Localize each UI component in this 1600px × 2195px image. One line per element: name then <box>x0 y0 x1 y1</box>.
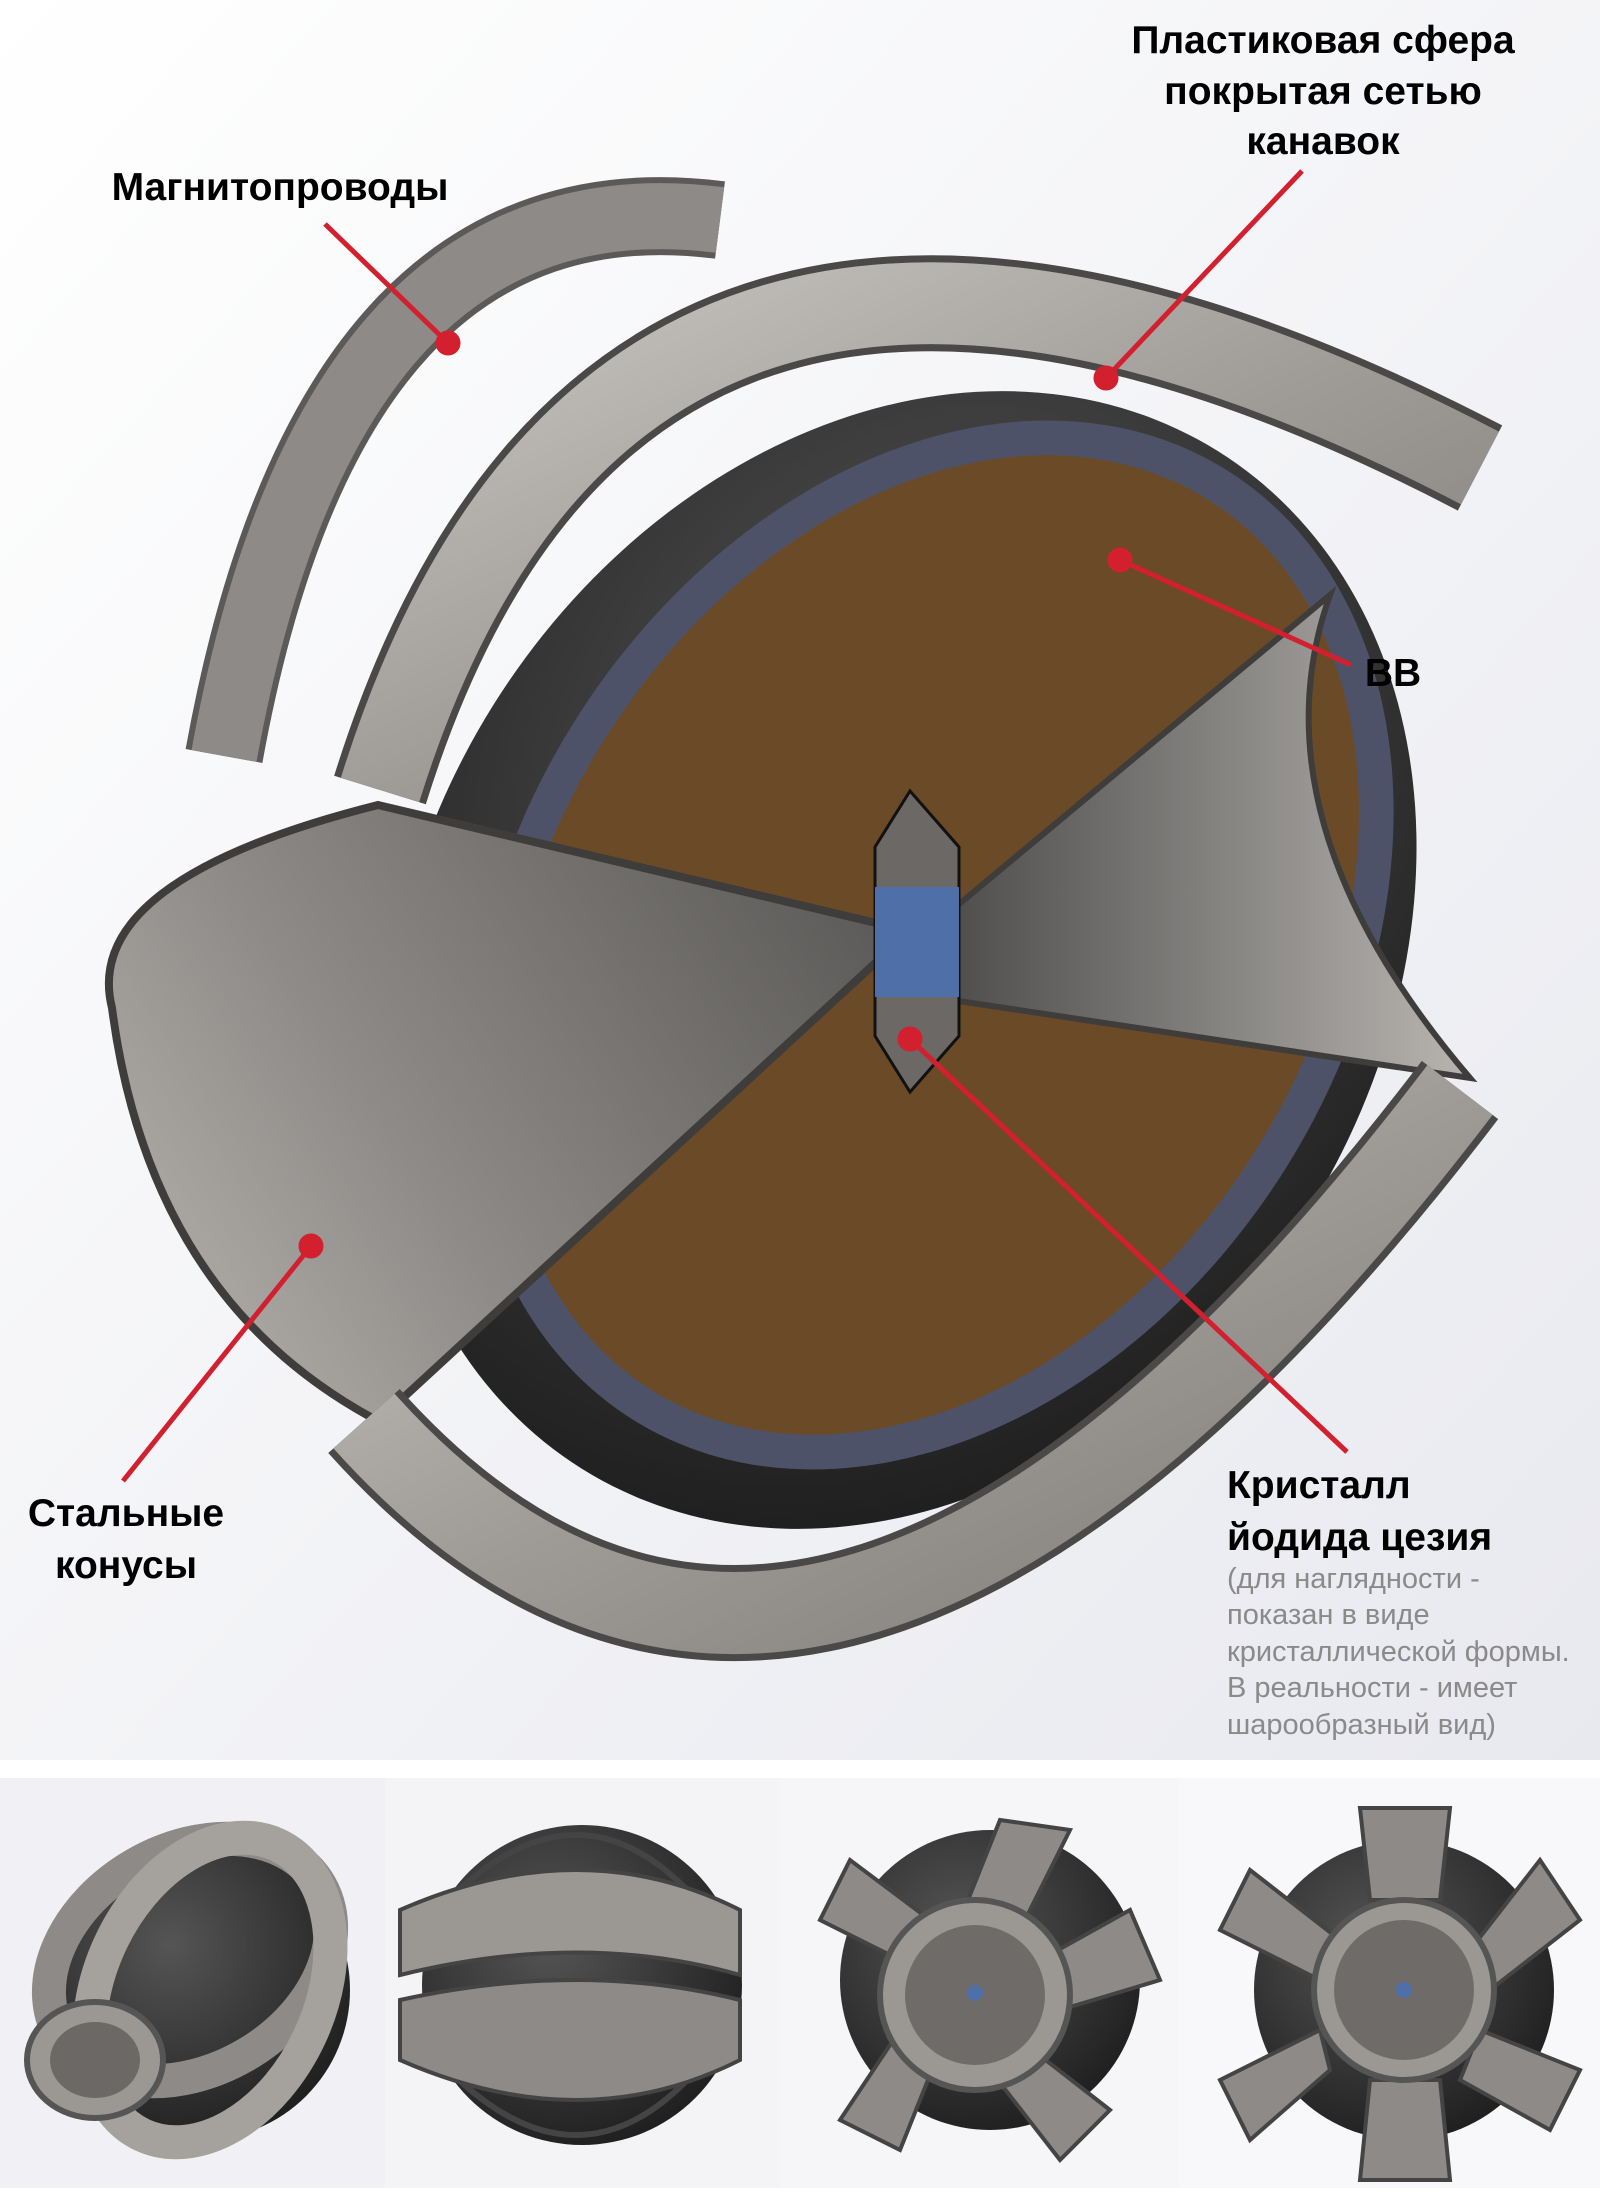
leader-dot <box>897 1026 923 1052</box>
magnetic-core-band-bottom-face <box>333 1065 1493 1655</box>
label-plastic-sphere-2: покрытая сетью <box>1164 70 1482 113</box>
leader-dot <box>1093 365 1119 391</box>
leader-dot <box>298 1233 324 1259</box>
leader-line-plastic-sphere <box>1104 169 1304 380</box>
leader-dot <box>1107 547 1133 573</box>
label-crystal-2: йодида цезия <box>1227 1516 1492 1559</box>
thumbnail-perspective-view <box>0 1778 385 2188</box>
label-plastic-sphere-1: Пластиковая сфера <box>1131 19 1515 62</box>
crystal-center <box>875 887 959 997</box>
leader-lines <box>121 169 1353 1483</box>
leader-line-steel-cones <box>121 1244 313 1483</box>
thumbnail-side-view <box>385 1778 780 2188</box>
label-plastic-sphere-3: канавок <box>1246 120 1400 163</box>
main-cutaway-render <box>104 177 1503 1662</box>
crystal-note-5: шарообразный вид) <box>1227 1709 1496 1741</box>
thumbnail-angled-front-view <box>780 1778 1179 2188</box>
crystal-note-4: В реальности - имеет <box>1227 1672 1517 1704</box>
crystal-note-2: показан в виде <box>1227 1599 1430 1631</box>
label-steel-cones-2: конусы <box>55 1544 197 1587</box>
label-steel-cones-1: Стальные <box>28 1492 224 1535</box>
thumbnail-front-view <box>1179 1778 1600 2188</box>
crystal-note-1: (для наглядности - <box>1227 1563 1480 1595</box>
crystal-note-3: кристаллической формы. <box>1227 1636 1570 1668</box>
leader-line-crystal <box>908 1037 1349 1454</box>
leader-line-magnetic-cores <box>323 222 450 345</box>
label-magnetic-cores: Магнитопроводы <box>112 166 449 209</box>
magnetic-core-band-left-face <box>191 183 725 762</box>
label-crystal-1: Кристалл <box>1227 1464 1411 1507</box>
steel-cone-left <box>104 800 919 1426</box>
label-explosive: ВВ <box>1365 652 1421 695</box>
leader-dot <box>435 330 461 356</box>
magnetic-core-band-top-face <box>340 262 1499 803</box>
leader-line-explosive <box>1118 557 1353 668</box>
